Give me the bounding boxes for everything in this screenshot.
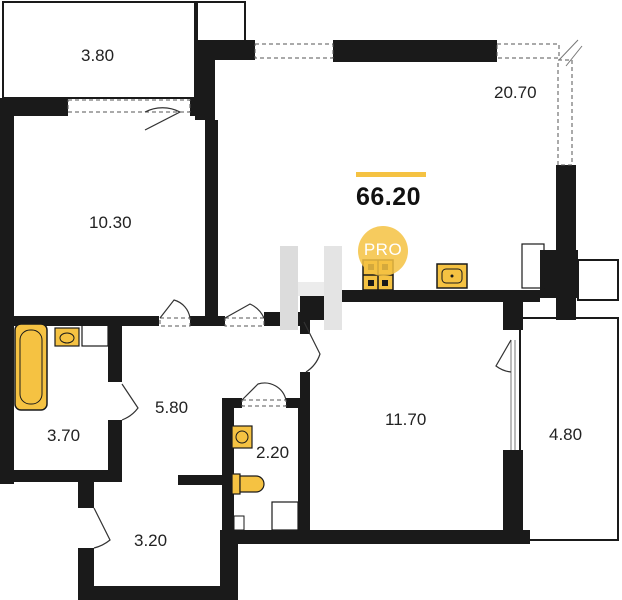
pro-badge: PRO: [358, 226, 408, 276]
room-area-kitchen: 11.70: [385, 410, 427, 429]
toilet-cabinet-fixture: [233, 501, 299, 531]
total-area-value: 66.20: [356, 183, 422, 211]
door-swings: [93, 107, 512, 549]
kitchen-sink-fixture: [436, 263, 468, 289]
room-area-bathroom: 3.70: [47, 426, 81, 445]
room-area-bedroom: 10.30: [89, 213, 132, 232]
pro-badge-label: PRO: [363, 240, 403, 259]
room-area-toilet: 2.20: [256, 443, 290, 462]
toilet-sink-fixture: [231, 425, 253, 449]
windows: [67, 43, 573, 407]
room-area-storage: 3.20: [134, 531, 168, 550]
washing-machine-fixture: [81, 323, 109, 347]
bathtub-fixture: [14, 323, 48, 411]
bathroom-sink-fixture: [54, 327, 80, 347]
toilet-fixture: [231, 473, 265, 495]
room-area-living-room: 20.70: [494, 83, 537, 102]
window-frames: [510, 39, 583, 450]
fridge-fixture: [521, 243, 545, 289]
room-area-balcony-right: 4.80: [549, 425, 583, 444]
watermark-logo: [280, 246, 342, 330]
thick-walls: [0, 40, 578, 600]
total-area-underline: [356, 172, 426, 177]
room-area-balcony-left: 3.80: [81, 46, 115, 65]
room-area-hallway: 5.80: [155, 398, 189, 417]
